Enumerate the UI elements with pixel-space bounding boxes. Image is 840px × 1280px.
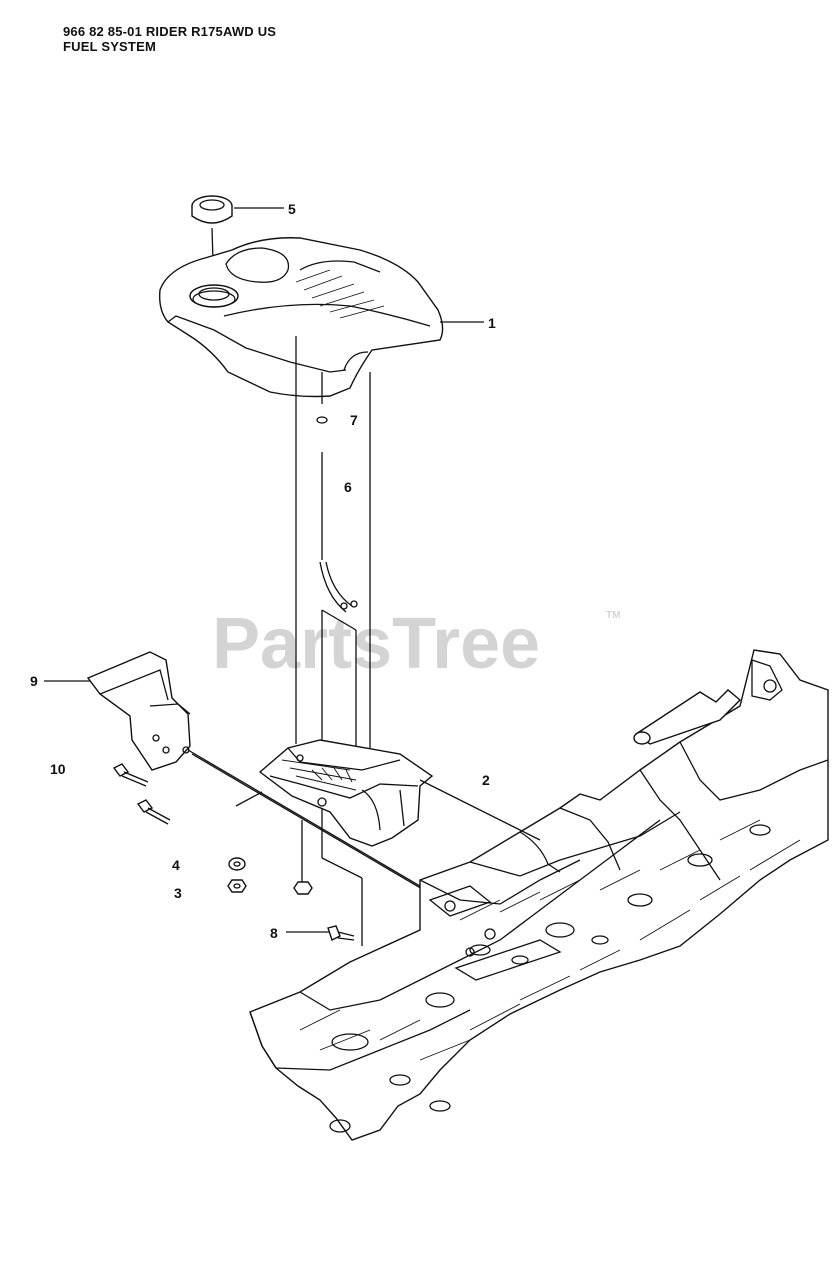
callout-1[interactable]: 1 bbox=[488, 315, 496, 331]
fuel-tank[interactable] bbox=[158, 237, 444, 398]
callout-2[interactable]: 2 bbox=[482, 772, 490, 788]
watermark-tm: TM bbox=[606, 610, 620, 621]
bolt[interactable] bbox=[327, 925, 355, 941]
screw-10b[interactable] bbox=[136, 799, 171, 825]
screw-10a[interactable] bbox=[112, 763, 149, 787]
callout-8[interactable]: 8 bbox=[270, 925, 278, 941]
diagram-header: 966 82 85-01 RIDER R175AWD US FUEL SYSTE… bbox=[63, 24, 276, 54]
model-title: 966 82 85-01 RIDER R175AWD US bbox=[63, 24, 277, 39]
fuel-hose[interactable] bbox=[319, 452, 358, 613]
nut[interactable] bbox=[227, 879, 247, 893]
heat-shield[interactable] bbox=[86, 651, 191, 771]
screw-guide bbox=[235, 791, 263, 807]
callout-10[interactable]: 10 bbox=[50, 761, 66, 777]
support-rod[interactable] bbox=[187, 749, 459, 911]
hose-clamp[interactable] bbox=[316, 416, 328, 424]
callout-7[interactable]: 7 bbox=[350, 412, 358, 428]
callout-3[interactable]: 3 bbox=[174, 885, 182, 901]
nut-on-bracket[interactable] bbox=[293, 881, 313, 895]
leader-lines bbox=[44, 207, 541, 933]
tank-bracket[interactable] bbox=[258, 739, 434, 847]
section-title: FUEL SYSTEM bbox=[63, 39, 156, 54]
callout-5[interactable]: 5 bbox=[288, 201, 296, 217]
watermark-text: PartsTree bbox=[212, 604, 540, 684]
callout-4[interactable]: 4 bbox=[172, 857, 180, 873]
callout-6[interactable]: 6 bbox=[344, 479, 352, 495]
rider-frame bbox=[249, 649, 829, 1141]
washer[interactable] bbox=[228, 857, 246, 871]
callout-9[interactable]: 9 bbox=[30, 673, 38, 689]
